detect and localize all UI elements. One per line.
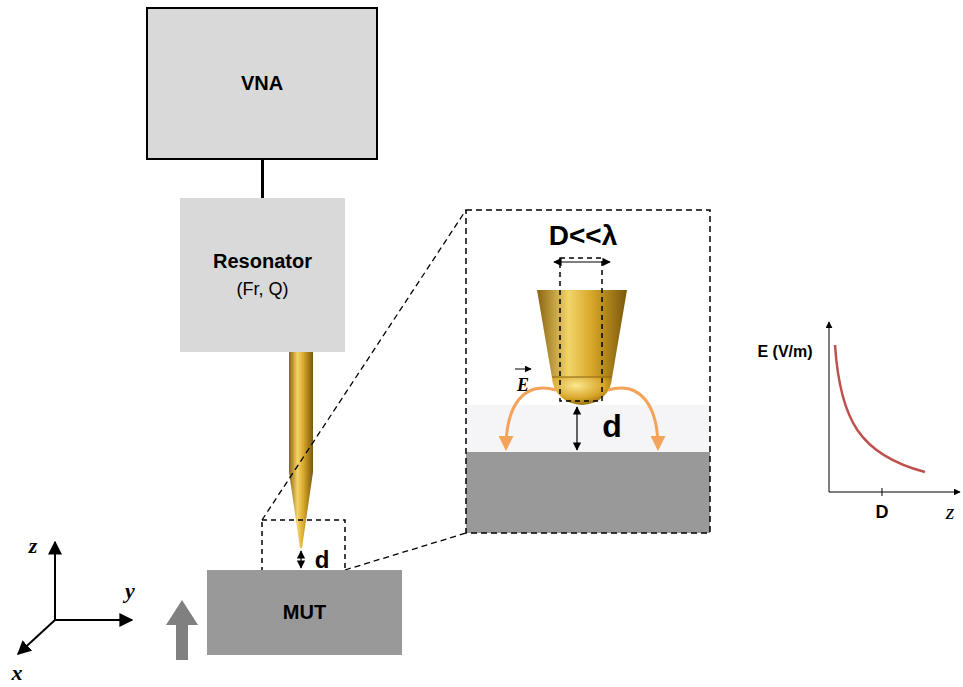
- axis-tick: [882, 488, 883, 496]
- instrument-box: MUT: [207, 570, 402, 655]
- annotation-label: D: [876, 503, 889, 521]
- vector-arrow: [515, 369, 531, 370]
- coord-axis: [54, 542, 56, 620]
- diameter-frame: [560, 258, 602, 401]
- motion-arrow: [166, 600, 198, 660]
- box-label: VNA: [241, 72, 283, 95]
- gap-arrow: [300, 551, 301, 568]
- cable: [261, 160, 264, 198]
- annotation-label: z: [946, 501, 955, 523]
- coord-axis: [55, 619, 132, 621]
- instrument-box: Resonator (Fr, Q): [180, 198, 345, 352]
- gap-arrow: [576, 407, 577, 450]
- instrument-box: VNA: [146, 7, 378, 160]
- coord-axis: [18, 620, 55, 654]
- zoom-leader: [345, 533, 466, 570]
- field-line: [506, 388, 556, 448]
- mut-zoom: [466, 452, 710, 533]
- annotation-label: d: [602, 410, 622, 442]
- annotation-label: D<<λ: [549, 222, 618, 250]
- field-curve: [835, 345, 925, 472]
- annotation-label: d: [315, 548, 330, 572]
- annotation-label: z: [29, 535, 38, 557]
- annotation-label: E: [517, 376, 529, 394]
- air-gap: [466, 405, 710, 452]
- annotation-label: y: [125, 580, 135, 602]
- box-label: MUT: [283, 601, 326, 624]
- box-label: Resonator: [213, 250, 312, 273]
- diameter-arrow: [554, 261, 610, 262]
- box-label: (Fr, Q): [237, 279, 289, 300]
- graph-axis: [829, 492, 960, 493]
- annotation-label: E (V/m): [757, 344, 812, 360]
- probe-tip: [537, 290, 627, 378]
- probe: [289, 352, 313, 548]
- annotation-label: x: [12, 662, 23, 684]
- zoom-box: [466, 210, 710, 533]
- graph-axis: [829, 322, 830, 492]
